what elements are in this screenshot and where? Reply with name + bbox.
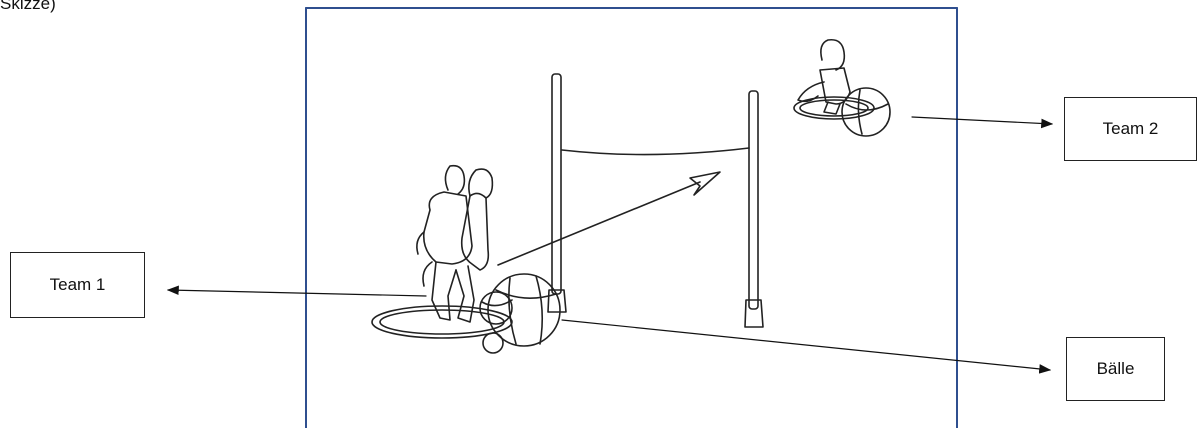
team1-balls bbox=[480, 274, 560, 353]
caption-text: Skizze) bbox=[0, 0, 56, 14]
net-line bbox=[562, 148, 749, 155]
team1-figures bbox=[372, 166, 512, 338]
sketch-frame bbox=[306, 8, 957, 428]
arrow-team2 bbox=[912, 117, 1052, 124]
arrow-baelle bbox=[562, 320, 1050, 370]
arrow-team1 bbox=[168, 290, 426, 296]
throw-arrow bbox=[498, 172, 720, 265]
team1-label: Team 1 bbox=[10, 252, 145, 318]
team2-figure bbox=[794, 40, 890, 136]
balls-label: Bälle bbox=[1066, 337, 1165, 401]
team2-label: Team 2 bbox=[1064, 97, 1197, 161]
